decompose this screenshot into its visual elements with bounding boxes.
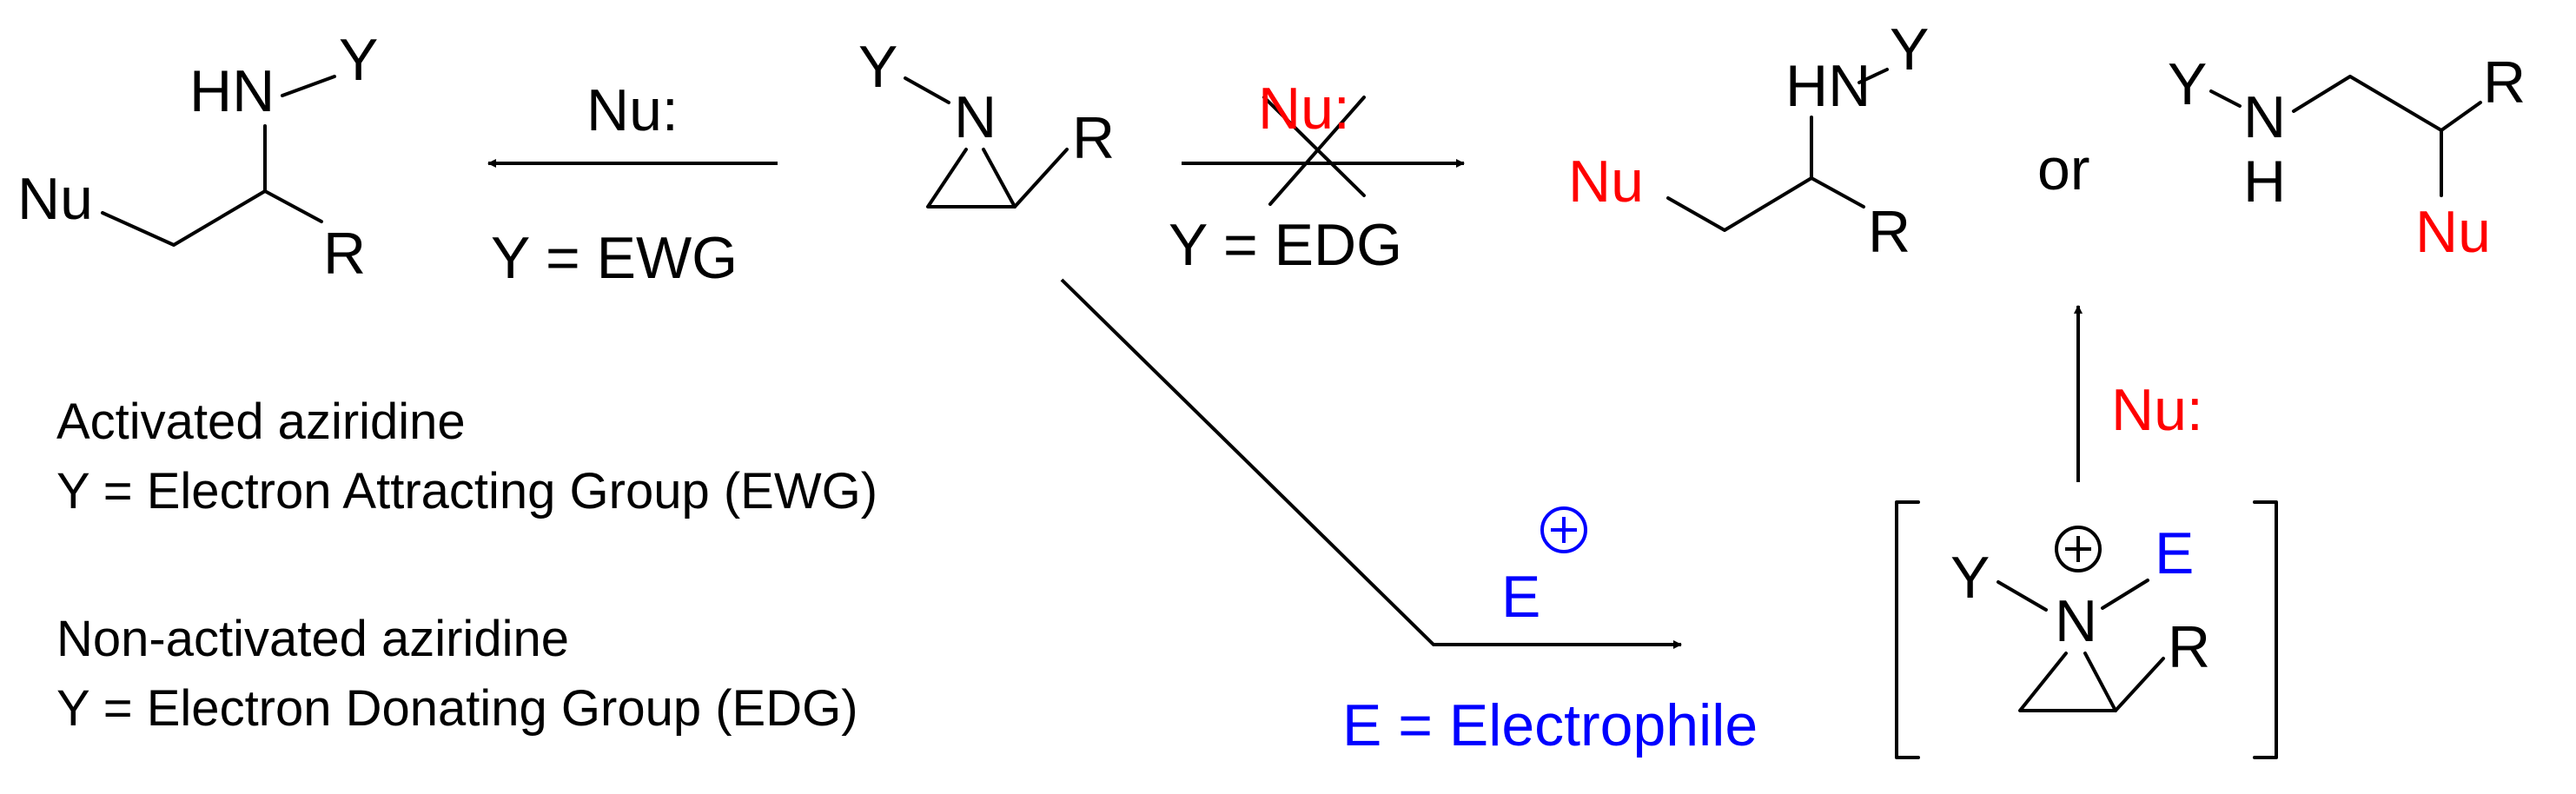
atom-e: E	[2155, 520, 2194, 586]
atom-h: H	[2243, 149, 2286, 215]
bond	[2018, 652, 2117, 712]
label-y-ewg: Y = EWG	[491, 225, 738, 291]
reaction-arrow	[1060, 278, 1682, 649]
product-regio-a: HN Y Nu R	[1568, 17, 1929, 265]
label-y-edg: Y = EDG	[1169, 212, 1402, 278]
atom-n: N	[2055, 588, 2097, 654]
aziridinium-intermediate: Y N E R	[1895, 500, 2278, 759]
atom-hn: HN	[1785, 53, 1871, 119]
bond	[2209, 89, 2242, 108]
atom-r: R	[1072, 105, 1115, 171]
note-nonactivated-def: Y = Electron Donating Group (EDG)	[56, 680, 858, 737]
label-nu-reagent: Nu:	[586, 77, 679, 143]
product-ewg-opened: HN Y Nu R	[17, 27, 378, 287]
atom-y: Y	[858, 34, 897, 100]
bond	[1666, 176, 1865, 232]
atom-r: R	[323, 221, 366, 287]
atom-nu: Nu	[2415, 199, 2491, 265]
atom-r: R	[2483, 50, 2526, 116]
note-activated-def: Y = Electron Attracting Group (EWG)	[56, 463, 877, 519]
plus-charge-icon	[2065, 536, 2091, 562]
cross-mark	[1268, 96, 1366, 206]
bond	[2292, 75, 2482, 132]
arrow-ewg-path: Nu: Y = EWG	[487, 77, 778, 291]
aziridine-start: Y N R	[858, 34, 1115, 208]
bond	[926, 148, 1016, 208]
definitions: Activated aziridine Y = Electron Attract…	[56, 394, 877, 737]
bond	[281, 75, 336, 97]
label-electrophile: E	[1501, 564, 1540, 630]
atom-n: N	[2243, 84, 2286, 150]
label-or: or	[2037, 136, 2089, 202]
atom-r: R	[2168, 614, 2210, 680]
arrow-nu-attack: Nu:	[2074, 305, 2203, 482]
cross-mark	[1262, 96, 1366, 197]
product-regio-b: Y N H R Nu	[2168, 50, 2526, 265]
atom-n: N	[954, 84, 997, 150]
arrow-edg-blocked: Nu: Y = EDG	[1169, 76, 1465, 278]
note-activated-title: Activated aziridine	[56, 394, 466, 450]
bond	[1013, 148, 1069, 208]
label-nu-reagent: Nu:	[1258, 76, 1350, 142]
plus-charge-icon	[2055, 526, 2102, 572]
arrow-electrophile-path: E E = Electrophile	[1060, 278, 1758, 758]
bond	[1997, 580, 2048, 612]
plus-charge-icon	[1551, 517, 1577, 543]
atom-nu: Nu	[17, 166, 93, 232]
atom-nu: Nu	[1568, 149, 1644, 215]
bond	[2114, 657, 2165, 712]
atom-y: Y	[1890, 17, 1929, 83]
plus-charge-icon	[1540, 506, 1587, 553]
label-nu-reagent: Nu:	[2111, 377, 2203, 443]
bond	[2101, 579, 2149, 610]
bond	[1858, 68, 1889, 84]
atom-y: Y	[2168, 51, 2207, 117]
atom-y: Y	[1950, 545, 1990, 611]
label-electrophile-def: E = Electrophile	[1342, 692, 1758, 758]
note-nonactivated-title: Non-activated aziridine	[56, 611, 569, 667]
bond	[904, 76, 950, 104]
atom-r: R	[1868, 199, 1910, 265]
atom-y: Y	[339, 27, 378, 93]
bond	[101, 189, 323, 247]
atom-hn: HN	[189, 58, 275, 124]
right-bracket	[2253, 500, 2278, 759]
left-bracket	[1895, 500, 1920, 759]
